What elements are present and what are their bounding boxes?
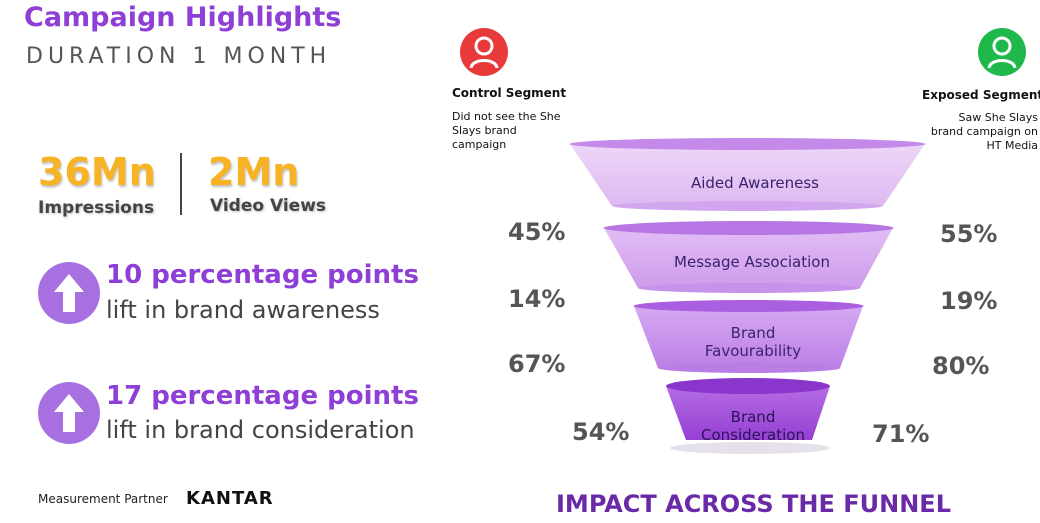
arrow-up-icon xyxy=(38,262,100,324)
exposed-user-icon xyxy=(978,28,1026,76)
exposed-segment-title: Exposed Segment xyxy=(922,88,1040,102)
control-segment-description: Did not see the She Slays brand campaign xyxy=(452,110,561,151)
stage-label-brand-favourability: Brand Favourability xyxy=(704,324,802,360)
control-pct-message-association: 14% xyxy=(508,285,566,313)
control-pct-aided-awareness: 45% xyxy=(508,218,566,246)
consideration-lift-headline: 17 percentage points xyxy=(106,381,419,411)
funnel-stage-aided-awareness xyxy=(569,138,926,211)
funnel-title: IMPACT ACROSS THE FUNNEL xyxy=(556,490,951,518)
control-segment-title: Control Segment xyxy=(452,86,567,100)
arrow-up-icon xyxy=(38,382,100,444)
funnel-stage-brand-consideration xyxy=(666,378,830,454)
duration-subtitle: DURATION 1 MONTH xyxy=(26,44,332,69)
kantar-logo: KANTAR xyxy=(186,488,274,509)
control-pct-brand-favourability: 67% xyxy=(508,350,566,378)
consideration-lift-description: lift in brand consideration xyxy=(106,416,415,444)
stage-label-message-association: Message Association xyxy=(674,253,830,271)
funnel-stage-brand-favourability xyxy=(633,300,864,373)
stage-label-aided-awareness: Aided Awareness xyxy=(690,174,819,192)
control-user-icon xyxy=(460,28,508,76)
exposed-pct-message-association: 19% xyxy=(940,287,998,315)
video-views-label: Video Views xyxy=(210,196,327,216)
exposed-pct-brand-favourability: 80% xyxy=(932,352,990,380)
stats-divider xyxy=(180,153,182,215)
measurement-partner-label: Measurement Partner xyxy=(38,492,168,506)
impressions-value: 36Mn xyxy=(38,150,156,194)
stage-label-brand-consideration: Brand Consideration xyxy=(701,408,805,444)
funnel-graphic xyxy=(569,138,926,454)
exposed-pct-aided-awareness: 55% xyxy=(940,220,998,248)
control-pct-brand-consideration: 54% xyxy=(572,418,630,446)
exposed-pct-brand-consideration: 71% xyxy=(872,420,930,448)
awareness-lift-headline: 10 percentage points xyxy=(106,260,419,290)
funnel-stage-message-association xyxy=(603,221,894,293)
video-views-value: 2Mn xyxy=(208,150,300,194)
exposed-segment-description: Saw She Slays brand campaign on HT Media xyxy=(930,111,1038,152)
page-title: Campaign Highlights xyxy=(24,2,342,33)
impressions-label: Impressions xyxy=(38,198,155,218)
awareness-lift-description: lift in brand awareness xyxy=(106,296,380,324)
